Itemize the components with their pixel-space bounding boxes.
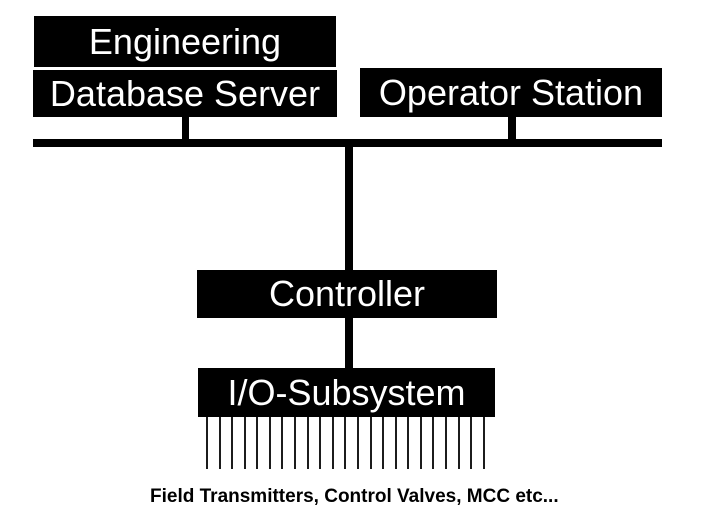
control-network-bus-line bbox=[33, 139, 662, 147]
field-line bbox=[306, 417, 309, 469]
io-subsystem-box: I/O-Subsystem bbox=[198, 368, 495, 417]
field-line bbox=[256, 417, 259, 469]
field-line bbox=[206, 417, 208, 469]
field-line bbox=[218, 417, 221, 469]
field-line bbox=[394, 417, 397, 469]
field-wiring-lines bbox=[206, 417, 485, 469]
field-line bbox=[356, 417, 359, 469]
field-line bbox=[294, 417, 297, 469]
field-line bbox=[268, 417, 271, 469]
field-line bbox=[331, 417, 334, 469]
field-line bbox=[419, 417, 422, 469]
field-line bbox=[369, 417, 372, 469]
database-server-label: Database Server bbox=[49, 72, 321, 114]
controller-to-io-connector bbox=[345, 318, 353, 368]
database-server-box: Database Server bbox=[33, 70, 337, 117]
field-line bbox=[407, 417, 410, 469]
database-to-bus-connector bbox=[182, 115, 189, 139]
field-line bbox=[432, 417, 435, 469]
engineering-label: Engineering bbox=[88, 20, 282, 62]
field-line bbox=[281, 417, 284, 469]
bus-to-controller-connector bbox=[345, 147, 353, 270]
operator-station-label: Operator Station bbox=[378, 71, 644, 113]
field-devices-caption: Field Transmitters, Control Valves, MCC … bbox=[150, 486, 559, 507]
field-line bbox=[382, 417, 385, 469]
operator-station-box: Operator Station bbox=[360, 68, 662, 117]
field-line bbox=[444, 417, 447, 469]
engineering-box: Engineering bbox=[34, 16, 336, 67]
field-line bbox=[457, 417, 460, 469]
io-subsystem-label: I/O-Subsystem bbox=[227, 371, 466, 413]
field-line bbox=[482, 417, 485, 469]
field-line bbox=[319, 417, 322, 469]
operator-to-bus-connector bbox=[508, 115, 516, 139]
field-line bbox=[231, 417, 234, 469]
field-line bbox=[344, 417, 347, 469]
field-line bbox=[470, 417, 473, 469]
controller-label: Controller bbox=[268, 273, 426, 314]
field-line bbox=[243, 417, 246, 469]
controller-box: Controller bbox=[197, 270, 497, 318]
